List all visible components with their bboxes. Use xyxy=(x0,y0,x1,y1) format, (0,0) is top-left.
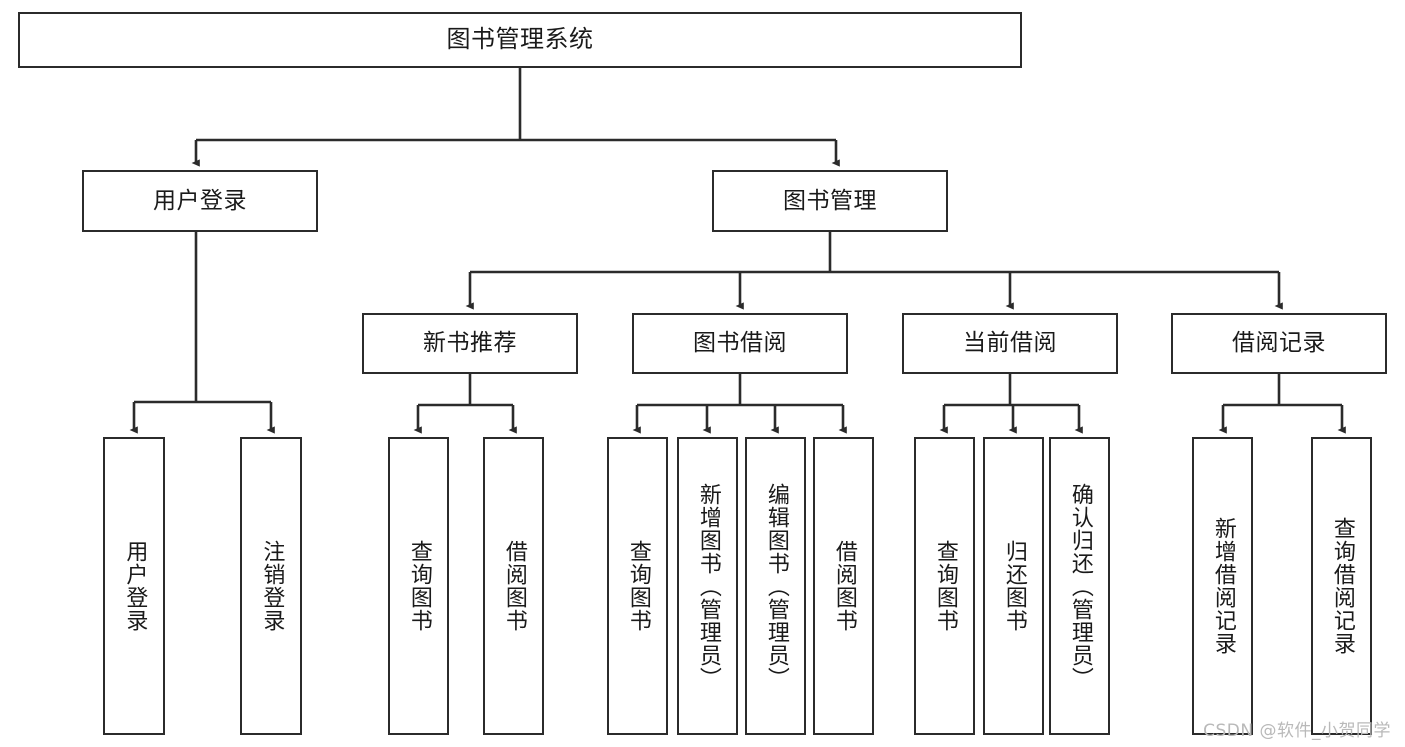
leaf-user-login-login[interactable]: 用户登录 xyxy=(103,437,165,735)
watermark-text: CSDN @软件_小贺同学 xyxy=(1203,721,1391,741)
leaf-book-borrow-query[interactable]: 查询图书 xyxy=(607,437,668,735)
node-book-borrow[interactable]: 图书借阅 xyxy=(632,313,848,374)
node-book-management[interactable]: 图书管理 xyxy=(712,170,948,232)
node-label: 注销登录 xyxy=(259,540,285,632)
node-user-login[interactable]: 用户登录 xyxy=(82,170,318,232)
node-root-book-management-system[interactable]: 图书管理系统 xyxy=(18,12,1022,68)
node-label: 归还图书 xyxy=(1001,540,1027,632)
node-label: 查询图书 xyxy=(932,540,958,632)
leaf-current-borrow-confirm-return[interactable]: 确认归还（管理员） xyxy=(1049,437,1110,735)
leaf-current-borrow-return[interactable]: 归还图书 xyxy=(983,437,1044,735)
leaf-current-borrow-query[interactable]: 查询图书 xyxy=(914,437,975,735)
node-label: 用户登录 xyxy=(153,187,247,214)
node-label: 图书管理系统 xyxy=(446,25,594,54)
node-label: 借阅记录 xyxy=(1232,330,1326,357)
leaf-borrow-records-query[interactable]: 查询借阅记录 xyxy=(1311,437,1372,735)
node-label: 查询图书 xyxy=(625,540,651,632)
node-new-book-recommend[interactable]: 新书推荐 xyxy=(362,313,578,374)
node-current-borrow[interactable]: 当前借阅 xyxy=(902,313,1118,374)
leaf-book-borrow-add[interactable]: 新增图书（管理员） xyxy=(677,437,738,735)
node-label: 图书借阅 xyxy=(693,330,787,357)
node-label: 借阅图书 xyxy=(501,540,527,632)
leaf-new-book-query[interactable]: 查询图书 xyxy=(388,437,449,735)
node-label: 用户登录 xyxy=(122,540,148,632)
node-label: 图书管理 xyxy=(783,187,877,214)
node-label: 编辑图书（管理员） xyxy=(763,482,789,690)
node-borrow-records[interactable]: 借阅记录 xyxy=(1171,313,1387,374)
node-label: 新书推荐 xyxy=(423,330,517,357)
node-label: 确认归还（管理员） xyxy=(1067,482,1093,690)
node-label: 新增借阅记录 xyxy=(1210,517,1236,655)
leaf-user-login-logout[interactable]: 注销登录 xyxy=(240,437,302,735)
leaf-new-book-borrow[interactable]: 借阅图书 xyxy=(483,437,544,735)
leaf-borrow-records-add[interactable]: 新增借阅记录 xyxy=(1192,437,1253,735)
node-label: 当前借阅 xyxy=(963,330,1057,357)
node-label: 新增图书（管理员） xyxy=(695,482,721,690)
leaf-book-borrow-edit[interactable]: 编辑图书（管理员） xyxy=(745,437,806,735)
leaf-book-borrow-borrow[interactable]: 借阅图书 xyxy=(813,437,874,735)
node-label: 查询图书 xyxy=(406,540,432,632)
node-label: 借阅图书 xyxy=(831,540,857,632)
node-label: 查询借阅记录 xyxy=(1329,517,1355,655)
